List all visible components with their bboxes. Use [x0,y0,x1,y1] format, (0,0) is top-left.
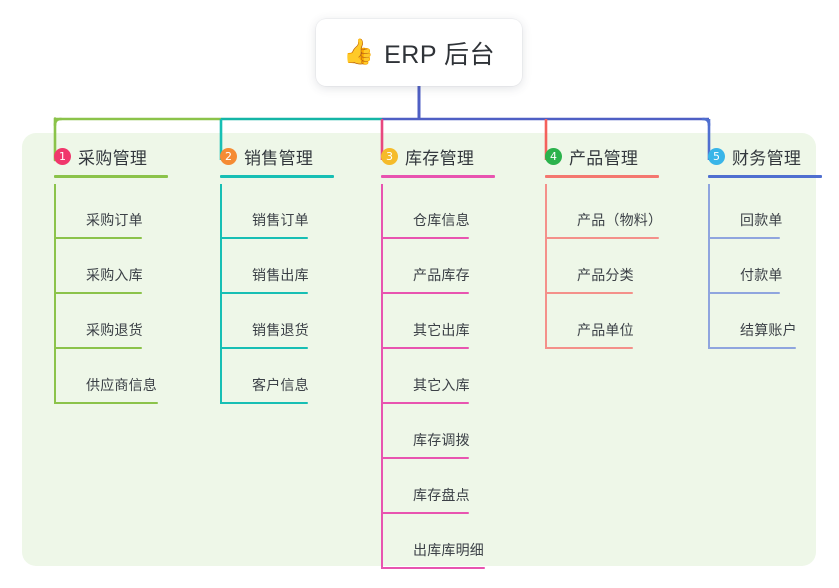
branch-item-label: 采购入库 [86,267,143,283]
branch-badge-5: 5 [708,147,725,165]
branch-header-label: 库存管理 [405,148,475,168]
branch-item-underline [220,347,308,349]
root-node-erp-backend[interactable]: 👍 ERP 后台 [316,19,522,86]
branch-item-underline [381,347,469,349]
thumbs-up-icon: 👍 [342,38,375,66]
diagram-panel [22,133,816,566]
branch-item-underline [381,457,469,459]
branch-spine-2 [220,184,222,404]
branch-header-label: 销售管理 [244,148,314,168]
branch-column-1: 1 采购管理采购订单采购入库采购退货供应商信息 [38,144,168,404]
branch-header-1[interactable]: 1 采购管理 [38,144,147,168]
branch-item-label: 销售订单 [252,212,309,228]
branch-item-label: 产品库存 [413,267,470,283]
branch-badge-3: 3 [381,147,398,165]
branch-header-label: 财务管理 [732,148,802,168]
branch-header-5[interactable]: 5 财务管理 [692,144,801,168]
branch-item-label: 库存调拨 [413,432,470,448]
branch-item-underline [54,402,158,404]
bus-corner-left [53,117,63,127]
branch-item-underline [381,237,469,239]
branch-item-underline [220,402,308,404]
branch-item-label: 付款单 [740,267,783,283]
branch-item-underline [54,292,142,294]
branch-item-label: 客户信息 [252,377,309,393]
branch-item-underline [545,347,633,349]
root-node-content: 👍 ERP 后台 [343,35,495,71]
branch-item-label: 回款单 [740,212,783,228]
branch-item-label: 销售出库 [252,267,309,283]
branch-header-underline [381,175,495,178]
branch-item-underline [381,512,469,514]
branch-item-label: 产品单位 [577,322,634,338]
branch-column-5: 5 财务管理回款单付款单结算账户 [692,144,822,349]
branch-item-label: 结算账户 [740,322,797,338]
branch-item-label: 销售退货 [252,322,309,338]
branch-item-label: 其它入库 [413,377,470,393]
branch-header-2[interactable]: 2 销售管理 [204,144,313,168]
branch-spine-3 [381,184,383,569]
branch-column-4: 4 产品管理产品（物料） 产品分类产品单位 [529,144,662,349]
branch-header-underline [54,175,168,178]
branch-item-label: 采购退货 [86,322,143,338]
branch-header-label: 产品管理 [569,148,639,168]
branch-item-label: 库存盘点 [413,487,470,503]
branch-item-underline [54,347,142,349]
branch-header-underline [220,175,334,178]
branch-badge-2: 2 [220,147,237,165]
branch-column-3: 3 库存管理仓库信息产品库存其它出库其它入库库存调拨库存盘点出库库明细 [365,144,495,569]
branch-item-label: 产品（物料） [577,212,663,228]
branch-item-label: 采购订单 [86,212,143,228]
branch-item-underline [381,402,469,404]
branch-item-label: 其它出库 [413,322,470,338]
branch-item-label: 出库库明细 [413,542,484,558]
branch-spine-1 [54,184,56,404]
branch-item-underline [220,237,308,239]
branch-item-underline [220,292,308,294]
branch-badge-4: 4 [545,147,562,165]
branch-item-underline [381,567,485,569]
branch-item-label: 产品分类 [577,267,634,283]
branch-item-underline [545,292,633,294]
branch-header-label: 采购管理 [78,148,148,168]
branch-spine-4 [545,184,547,349]
branch-item-underline [381,292,469,294]
branch-header-3[interactable]: 3 库存管理 [365,144,474,168]
branch-column-2: 2 销售管理销售订单销售出库销售退货客户信息 [204,144,334,404]
branch-item-underline [708,292,780,294]
branch-header-underline [708,175,822,178]
branch-item-underline [54,237,142,239]
branch-item-underline [708,347,796,349]
branch-item-underline [708,237,780,239]
branch-badge-1: 1 [54,147,71,165]
root-node-title: ERP 后台 [384,40,496,69]
branch-header-underline [545,175,659,178]
branch-item-label: 仓库信息 [413,212,470,228]
branch-header-4[interactable]: 4 产品管理 [529,144,638,168]
branch-item-underline [545,237,659,239]
branch-spine-5 [708,184,710,349]
branch-item-label: 供应商信息 [86,377,157,393]
bus-corner-right [701,117,711,127]
